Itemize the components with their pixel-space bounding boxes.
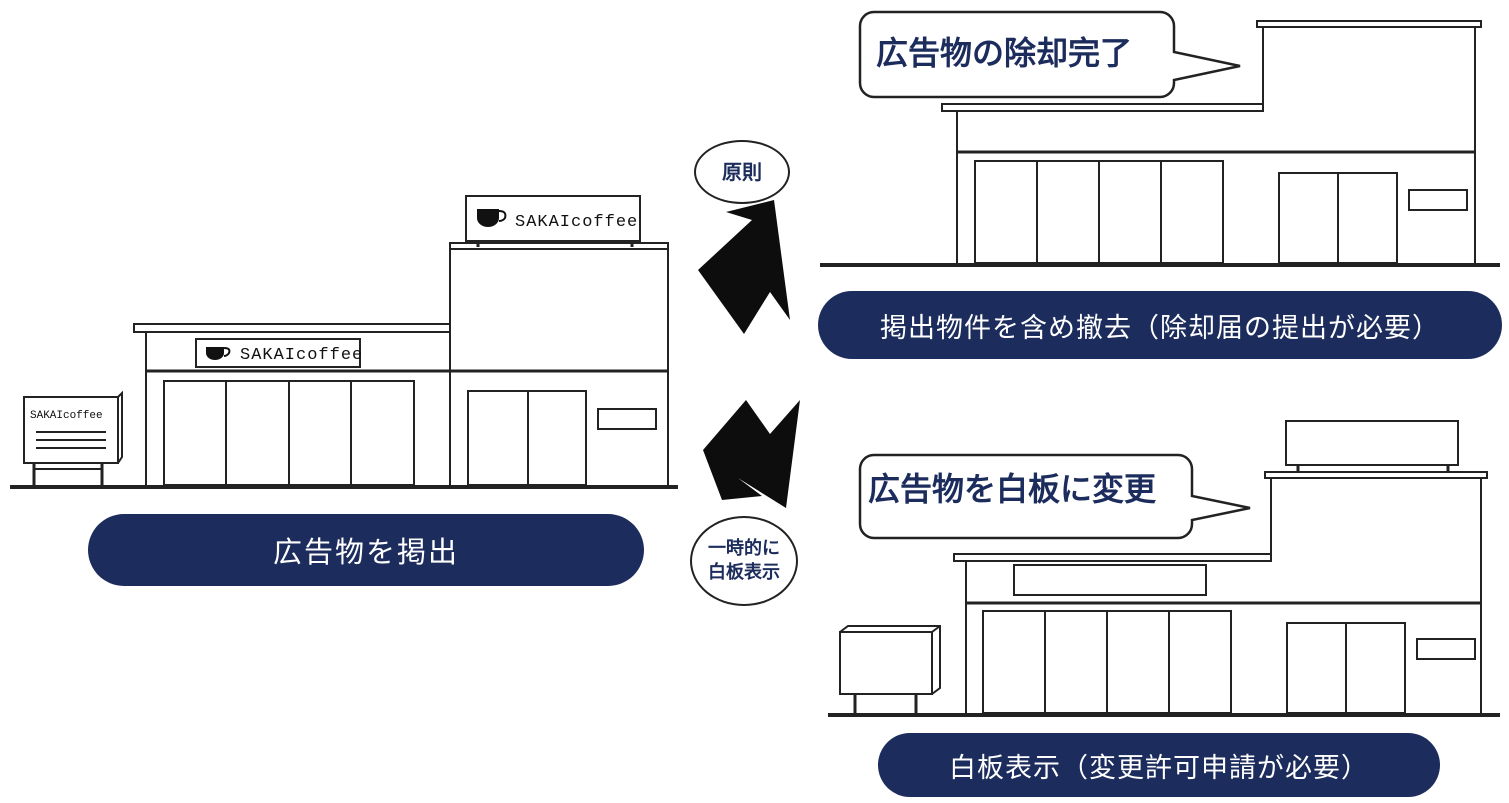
oval-temporary-line1: 一時的に xyxy=(708,538,780,559)
label-temporary: 白板表示（変更許可申請が必要） xyxy=(878,733,1440,797)
oval-temporary: 一時的に 白板表示 xyxy=(690,516,798,606)
coffee-cup-icon xyxy=(206,347,231,360)
wall-sign: SAKAIcoffee xyxy=(195,338,363,368)
wall-sign-text: SAKAIcoffee xyxy=(240,346,363,365)
bubble-text-removed: 広告物の除却完了 xyxy=(876,34,1133,72)
building-before xyxy=(133,242,669,486)
oval-principle-text: 原則 xyxy=(722,160,762,184)
roof-sign-text: SAKAIcoffee xyxy=(515,213,638,232)
oval-temporary-text: 一時的に 白板表示 xyxy=(708,537,780,585)
speech-bubble-removed xyxy=(858,10,1241,99)
oval-temporary-line2: 白板表示 xyxy=(708,562,780,583)
arrow-down-right xyxy=(703,400,800,508)
label-before: 広告物を掲出 xyxy=(88,514,644,586)
building-whiteboard xyxy=(839,420,1488,714)
bubble-text-whiteboard: 広告物を白板に変更 xyxy=(868,470,1157,508)
stand-sign: SAKAIcoffee xyxy=(23,390,123,485)
stand-sign-text: SAKAIcoffee xyxy=(30,410,103,422)
roof-sign: SAKAIcoffee xyxy=(465,195,641,247)
coffee-cup-icon xyxy=(477,209,507,227)
speech-bubble-whiteboard xyxy=(858,453,1251,540)
oval-principle: 原則 xyxy=(694,140,790,204)
label-principle: 掲出物件を含め撤去（除却届の提出が必要） xyxy=(818,291,1502,359)
arrow-up-right xyxy=(698,200,790,334)
